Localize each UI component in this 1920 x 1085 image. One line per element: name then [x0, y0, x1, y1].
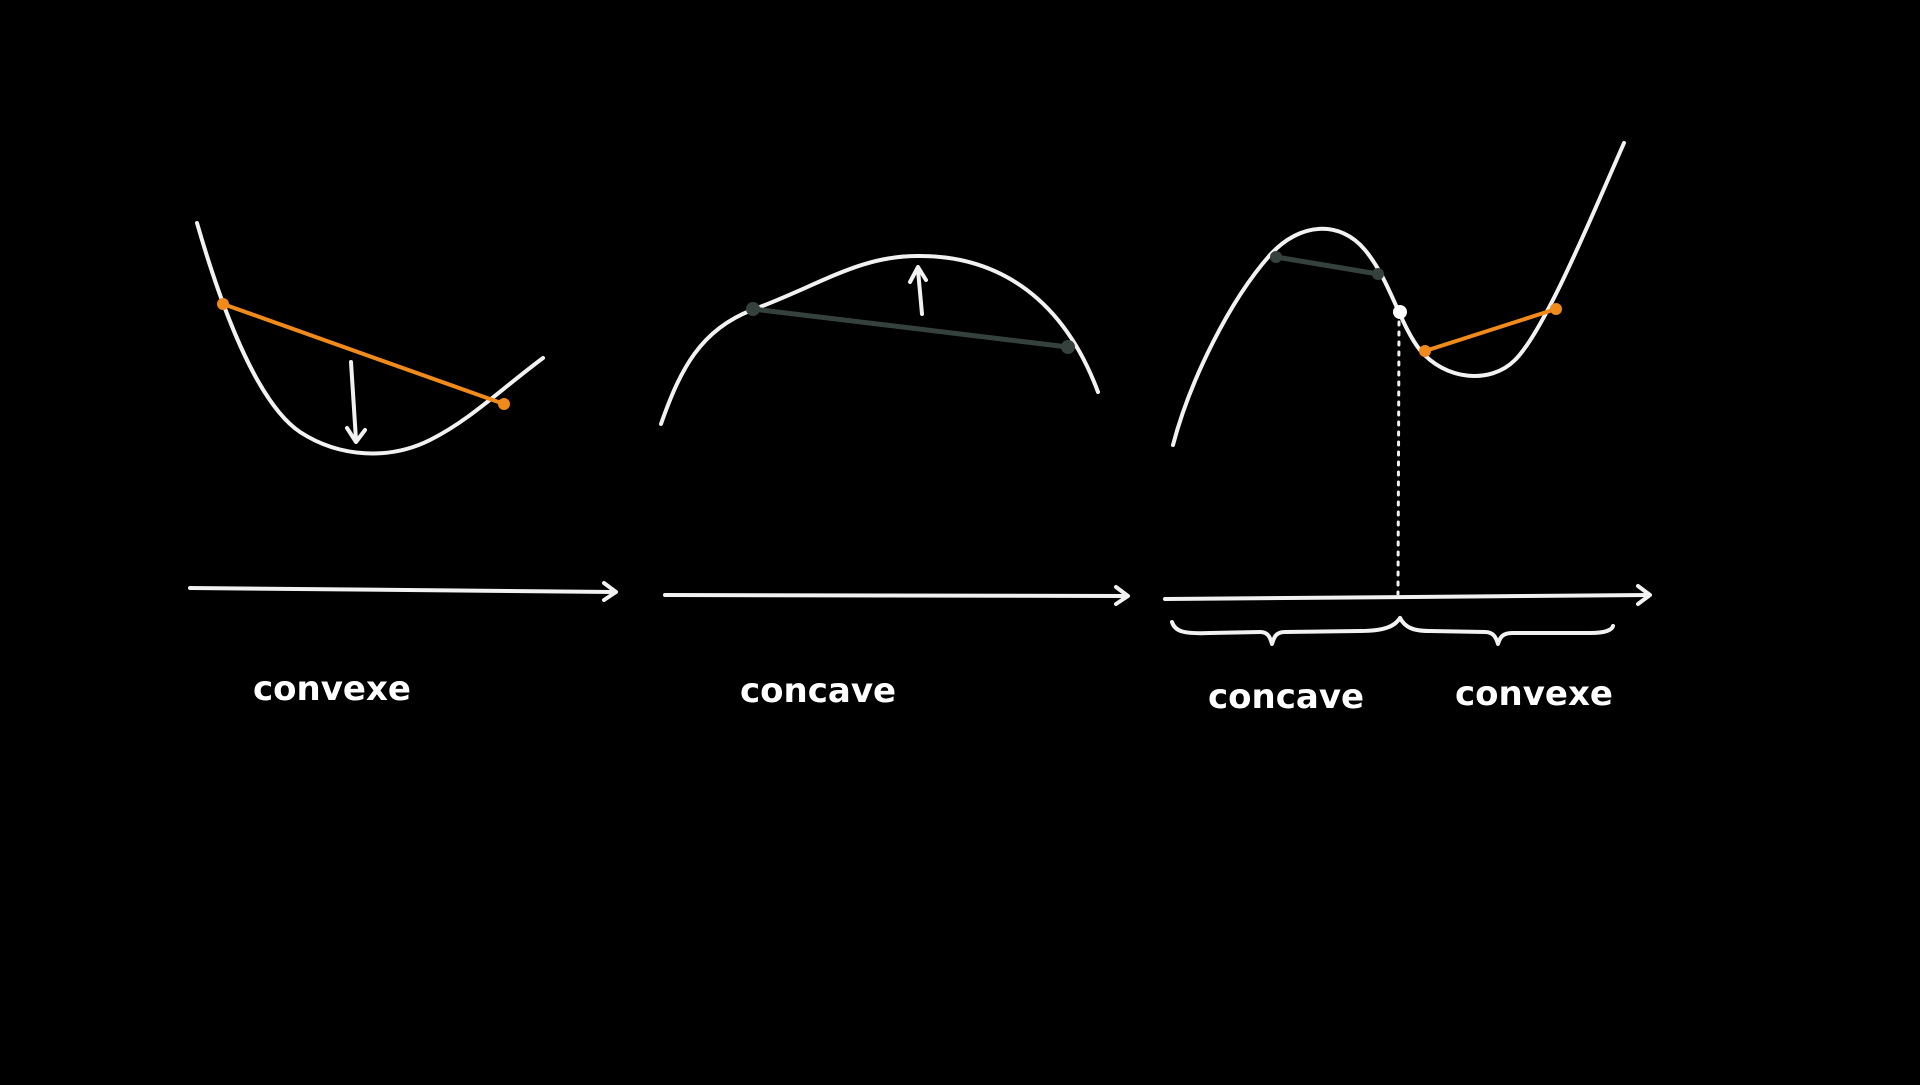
concave-region-brace	[1170, 616, 1402, 646]
concave-secant-line	[750, 306, 1071, 350]
concave-curve	[659, 253, 1100, 426]
convex-secant-point-right	[498, 398, 510, 410]
mixed-convex-secant-point-left	[1419, 345, 1431, 357]
mixed-x-axis	[1163, 584, 1652, 606]
concave-x-axis	[663, 585, 1130, 606]
up-arrow-icon	[908, 265, 928, 316]
mixed-convex-secant-point-right	[1550, 303, 1562, 315]
concave-label: concave	[740, 671, 896, 711]
inflection-dashed-line	[1396, 320, 1401, 596]
convex-x-axis	[188, 581, 618, 602]
concave-secant-point-left	[746, 302, 760, 316]
convex-curve	[195, 221, 545, 456]
mixed-concave-label: concave	[1208, 677, 1364, 717]
convex-panel: convexe	[188, 221, 618, 709]
mixed-concave-secant-point-left	[1270, 251, 1282, 263]
inflection-point	[1393, 305, 1407, 319]
mixed-convex-label: convexe	[1455, 674, 1613, 714]
mixed-concave-secant-point-right	[1372, 268, 1384, 280]
concave-secant-point-right	[1061, 340, 1075, 354]
convex-label: convexe	[253, 669, 411, 709]
mixed-convex-secant-line	[1423, 307, 1558, 353]
mixed-curve	[1171, 141, 1626, 447]
down-arrow-icon	[345, 360, 367, 444]
mixed-concave-secant-line	[1273, 254, 1381, 277]
mixed-panel: concave convexe	[1163, 141, 1652, 717]
concave-panel: concave	[659, 253, 1130, 711]
convex-secant-line	[221, 302, 506, 406]
convex-region-brace	[1398, 616, 1615, 646]
convex-secant-point-left	[217, 298, 229, 310]
